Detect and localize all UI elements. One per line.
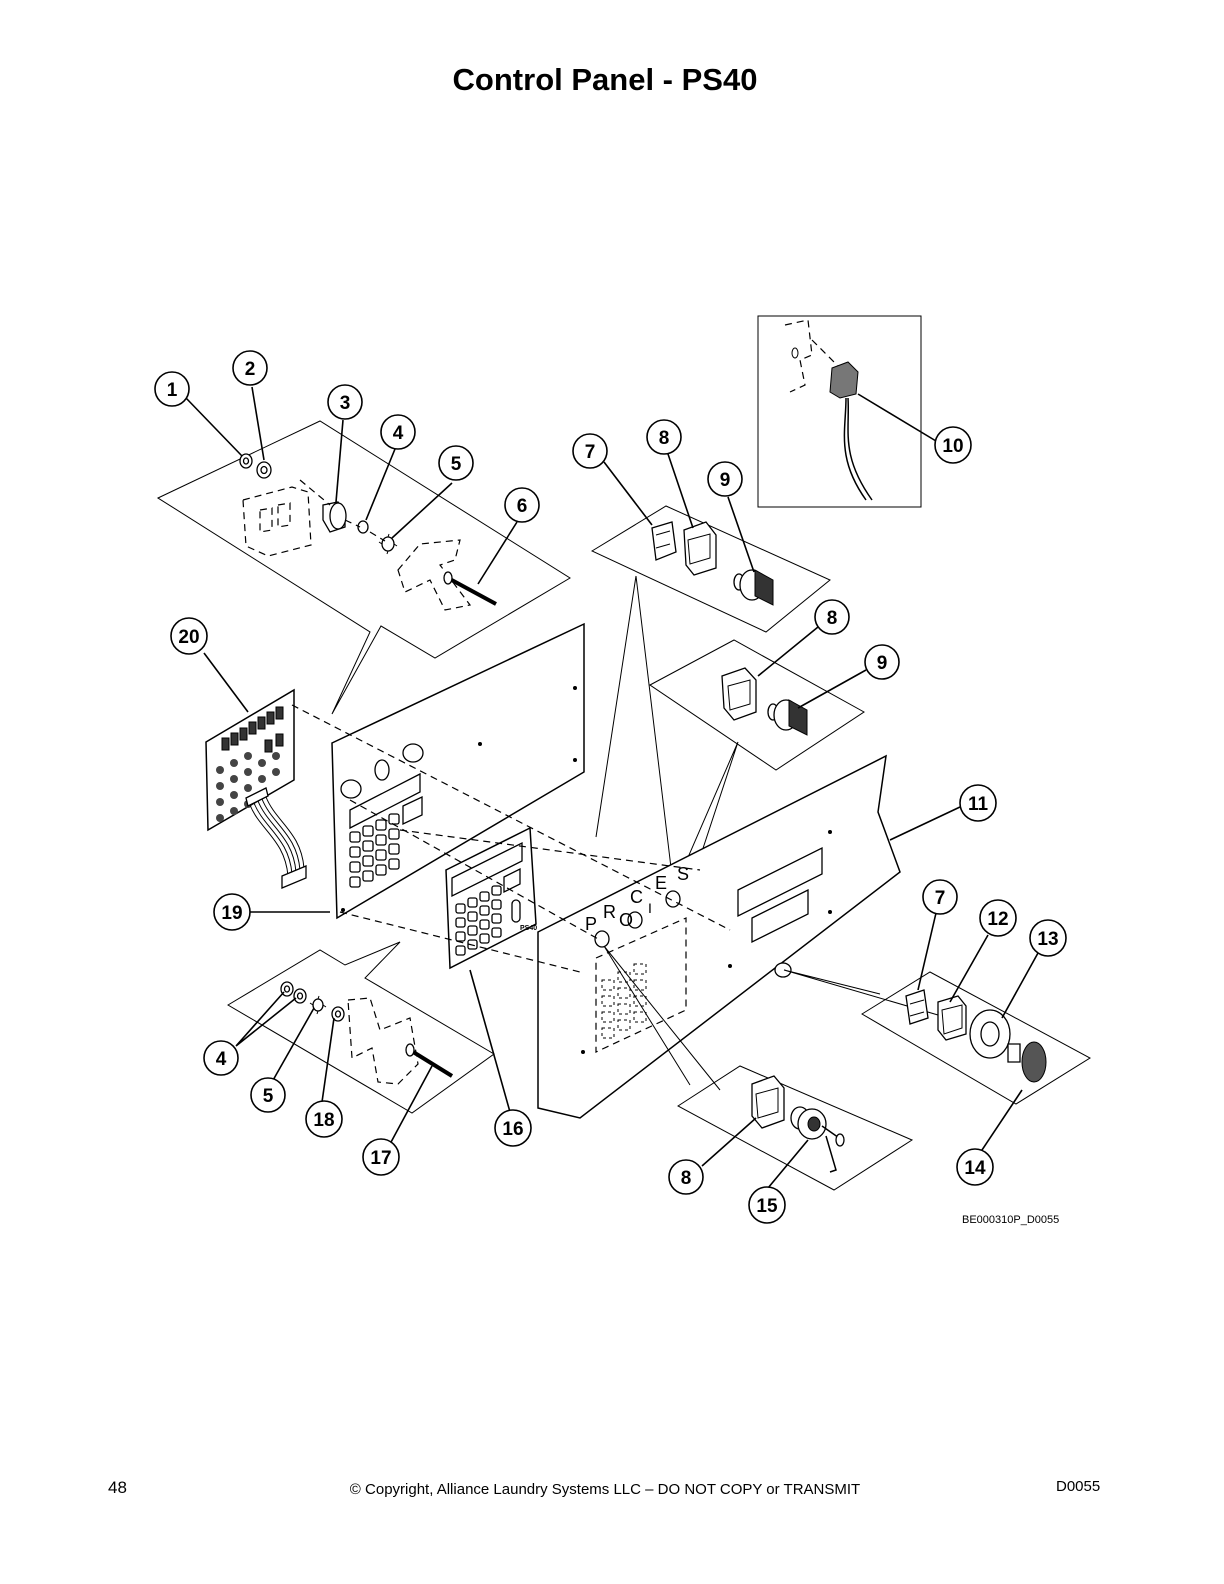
callout-16: 16 — [494, 1109, 532, 1147]
svg-text:7: 7 — [935, 888, 946, 909]
callout-4-bottom: 4 — [203, 1040, 239, 1076]
panel-letter-e: E — [655, 873, 667, 893]
svg-text:4: 4 — [393, 423, 404, 444]
svg-text:18: 18 — [313, 1110, 334, 1131]
callout-7: 7 — [572, 433, 608, 469]
callout-17: 17 — [362, 1138, 400, 1176]
svg-text:15: 15 — [756, 1196, 778, 1217]
svg-text:9: 9 — [877, 653, 888, 674]
svg-text:9: 9 — [720, 470, 731, 491]
callout-18: 18 — [305, 1100, 343, 1138]
document-id: D0055 — [1056, 1478, 1101, 1495]
keypad-brand-text: PS40 — [520, 925, 537, 932]
svg-text:10: 10 — [942, 436, 963, 457]
front-panel: P R O C I E S — [537, 754, 901, 1119]
callout-11: 11 — [959, 784, 997, 822]
callout-8-mid: 8 — [814, 599, 850, 635]
svg-text:4: 4 — [216, 1049, 227, 1070]
callout-20: 20 — [170, 617, 208, 655]
callout-7-right: 7 — [922, 879, 958, 915]
drawing-code: BE000310P_D0055 — [962, 1214, 1060, 1226]
panel-letter-s: S — [677, 864, 689, 884]
detail-plane-bottom-left — [227, 941, 495, 1114]
svg-text:3: 3 — [340, 393, 351, 414]
callout-5: 5 — [438, 445, 474, 481]
svg-text:8: 8 — [827, 608, 838, 629]
svg-text:8: 8 — [681, 1168, 692, 1189]
svg-text:7: 7 — [585, 442, 596, 463]
svg-text:17: 17 — [370, 1148, 391, 1169]
svg-text:12: 12 — [987, 909, 1008, 930]
callout-19: 19 — [213, 893, 251, 931]
callout-1: 1 — [154, 371, 190, 407]
detail-plane-keyswitch — [677, 1065, 914, 1191]
main-panel-back — [331, 622, 585, 920]
panel-letter-i: I — [648, 900, 652, 916]
page-title: Control Panel - PS40 — [452, 62, 758, 97]
panel-letter-r: R — [603, 902, 616, 922]
callout-8: 8 — [646, 419, 682, 455]
callout-12: 12 — [979, 899, 1017, 937]
svg-text:2: 2 — [245, 359, 256, 380]
detail-plane-emergency-stop — [861, 971, 1091, 1105]
callout-5-bottom: 5 — [250, 1077, 286, 1113]
callout-4: 4 — [380, 414, 416, 450]
circuit-board — [205, 688, 307, 889]
detail-box-sensor — [757, 315, 922, 508]
copyright-notice: © Copyright, Alliance Laundry Systems LL… — [349, 1481, 861, 1498]
callout-9-mid: 9 — [864, 644, 900, 680]
callout-3: 3 — [327, 384, 363, 420]
leader-lines — [185, 386, 1039, 1189]
callout-2: 2 — [232, 350, 268, 386]
svg-text:14: 14 — [964, 1158, 986, 1179]
svg-text:20: 20 — [178, 627, 199, 648]
callout-14: 14 — [956, 1148, 994, 1186]
svg-text:6: 6 — [517, 496, 528, 517]
svg-text:8: 8 — [659, 428, 670, 449]
svg-text:13: 13 — [1037, 929, 1058, 950]
svg-text:11: 11 — [968, 794, 989, 815]
callout-13: 13 — [1029, 919, 1067, 957]
callout-6: 6 — [504, 487, 540, 523]
page-number: 48 — [108, 1478, 127, 1497]
assembly-lines — [291, 704, 939, 1091]
callout-8-bottom: 8 — [668, 1159, 704, 1195]
svg-text:16: 16 — [502, 1119, 523, 1140]
detail-plane-switch-top — [590, 505, 831, 877]
panel-letter-o: O — [619, 910, 633, 930]
keypad-overlay: PS40 — [445, 826, 537, 970]
callout-9: 9 — [707, 461, 743, 497]
svg-text:1: 1 — [167, 380, 178, 401]
svg-text:5: 5 — [451, 454, 462, 475]
panel-letter-p: P — [585, 914, 597, 934]
detail-plane-top-left — [156, 420, 571, 715]
svg-text:5: 5 — [263, 1086, 274, 1107]
panel-letter-c: C — [630, 887, 643, 907]
svg-text:19: 19 — [221, 903, 242, 924]
detail-plane-switch-mid — [649, 639, 865, 901]
callout-10: 10 — [934, 426, 972, 464]
callout-15: 15 — [748, 1186, 786, 1224]
